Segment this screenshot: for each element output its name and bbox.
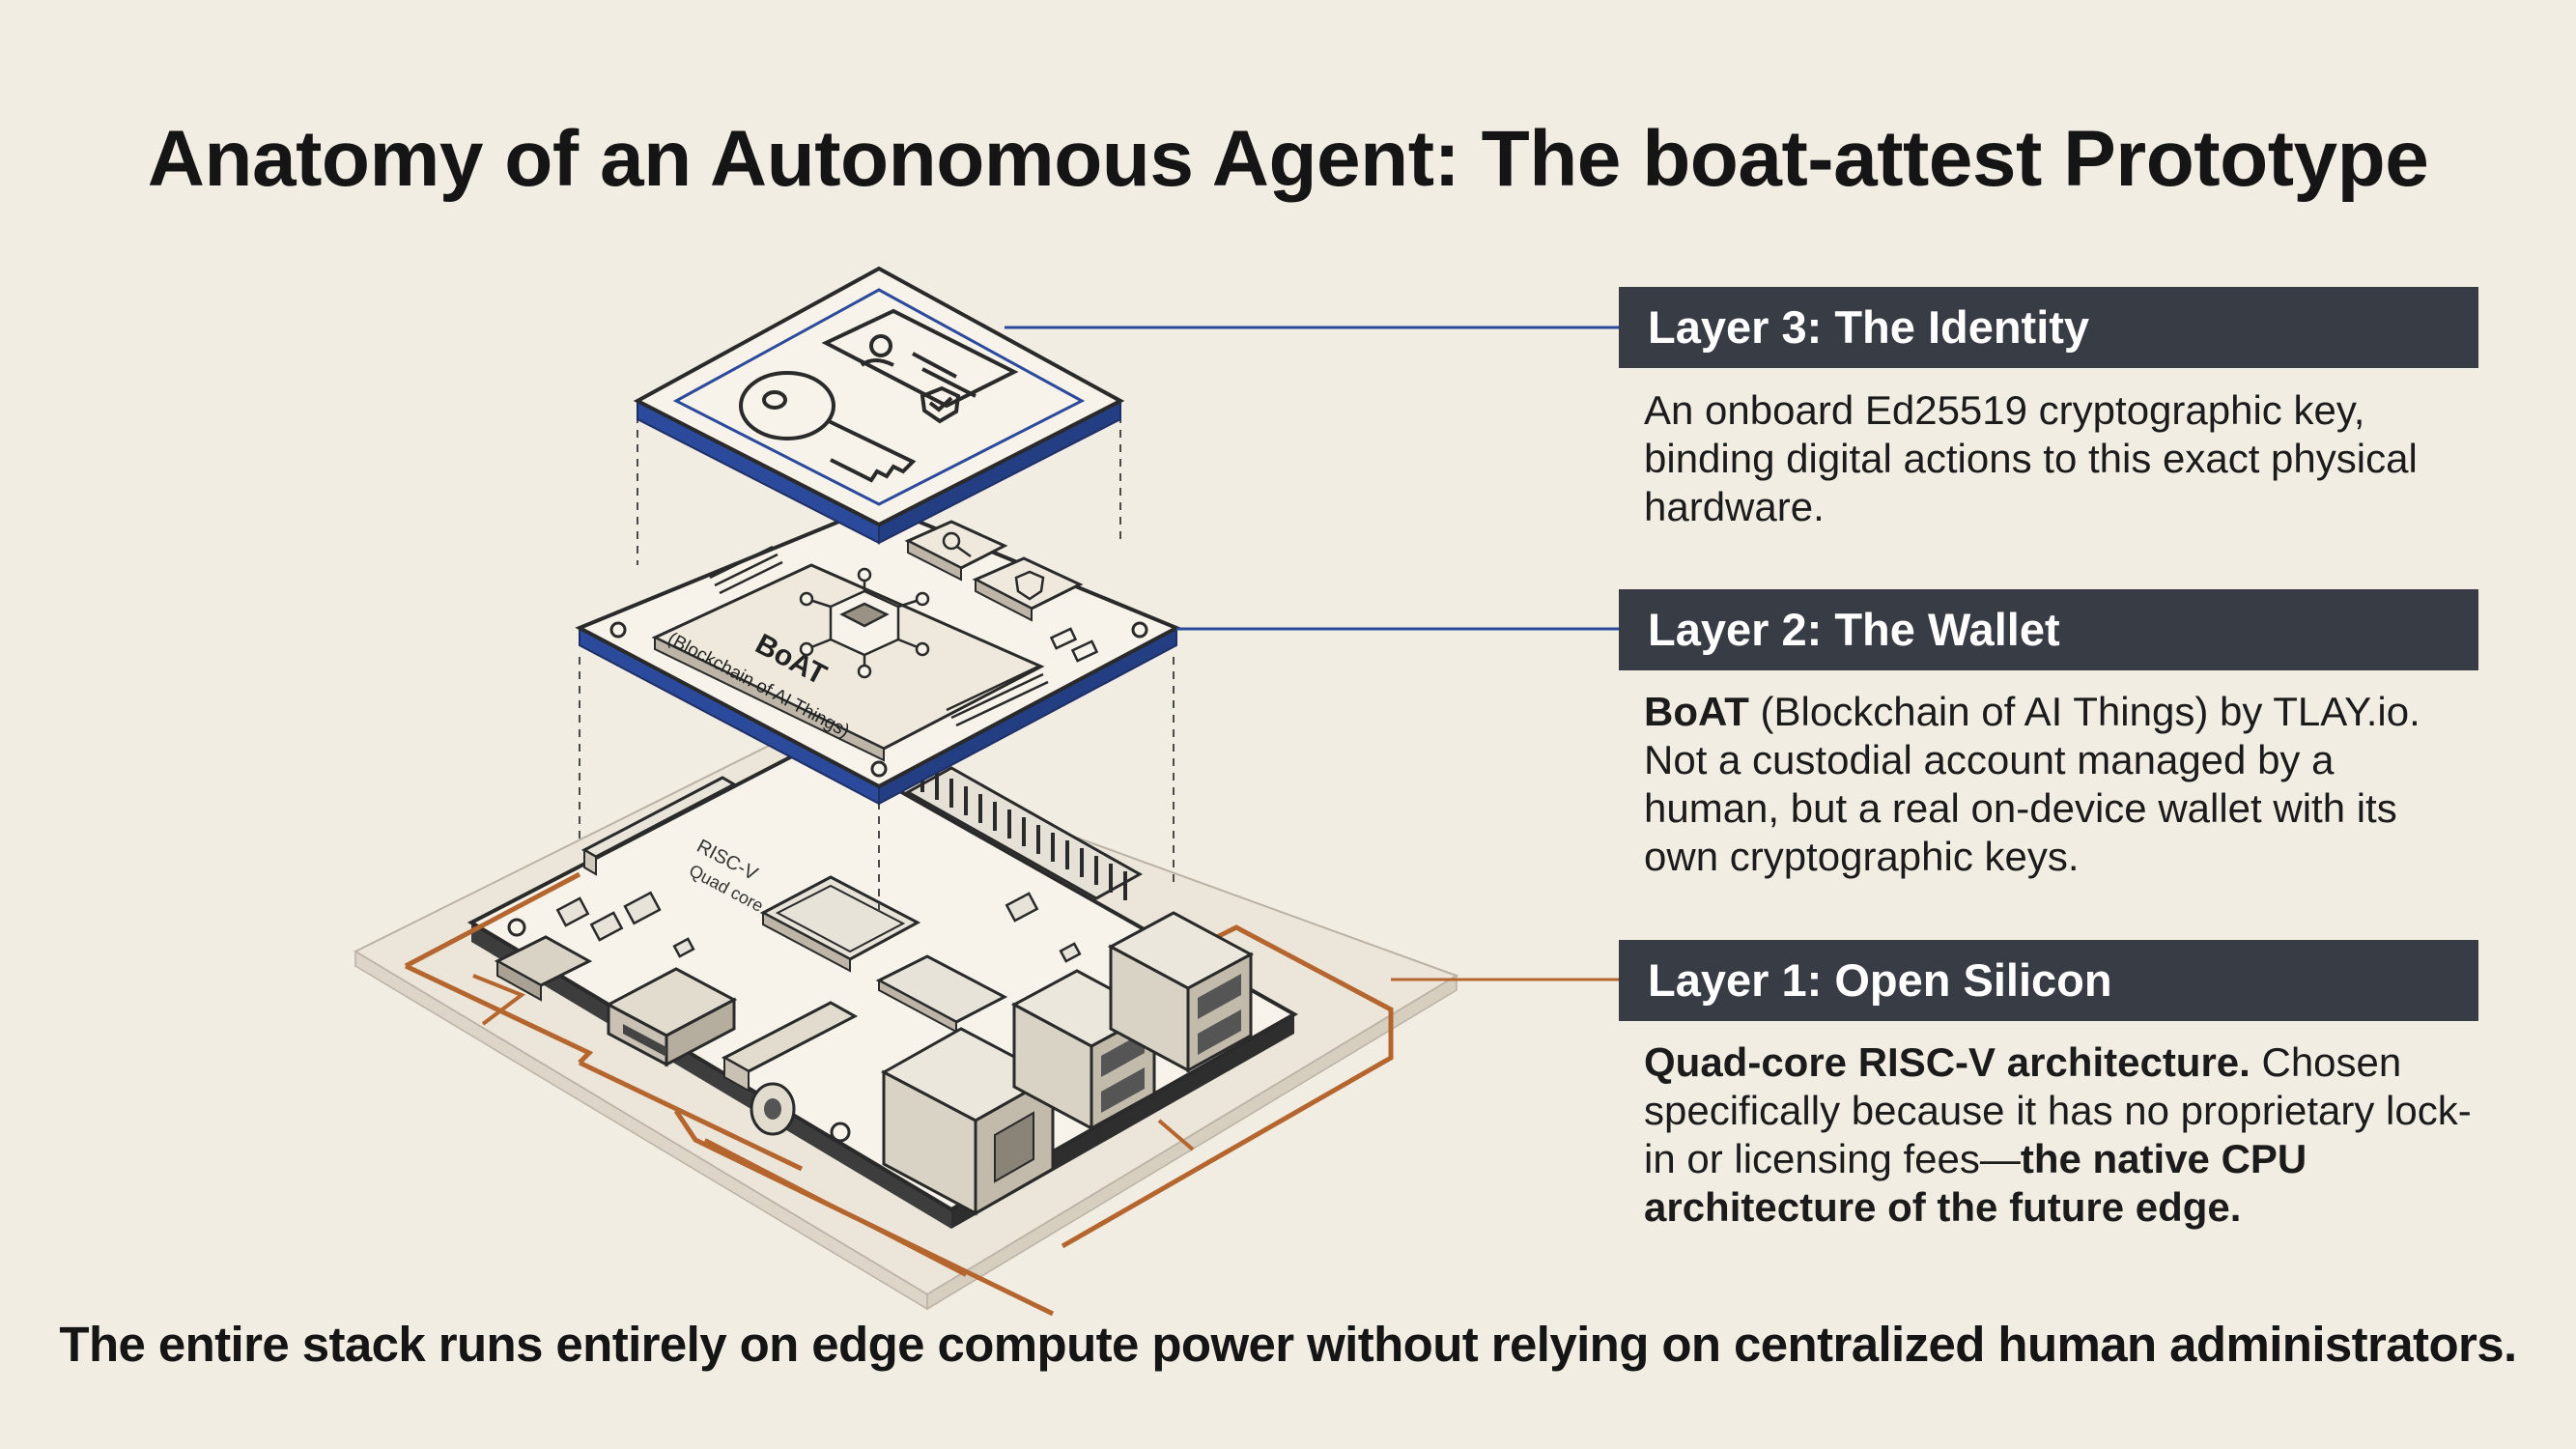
layer3-identity-board: [633, 266, 1125, 545]
ethernet-port: [880, 1027, 1057, 1216]
layer1-header: Layer 1: Open Silicon: [1619, 940, 2478, 1021]
layer3-description: An onboard Ed25519 cryptographic key, bi…: [1644, 386, 2475, 531]
key-chip-icon: [904, 520, 1008, 582]
layer1-description-text: Chosen specifically because it has no pr…: [1644, 1039, 2472, 1181]
layer2-description-lead: BoAT: [1644, 689, 1749, 734]
key-icon: [739, 371, 917, 483]
layer1-description: Quad-core RISC-V architecture. Chosen sp…: [1644, 1038, 2475, 1232]
usb-ports-b: [1107, 911, 1255, 1073]
blockchain-cube-icon: [799, 567, 930, 679]
layer2-description: BoAT (Blockchain of AI Things) by TLAY.i…: [1644, 688, 2475, 881]
layer2-wallet-board: BoAT (Blockchain of AI Things): [575, 502, 1181, 806]
footer-caption: The entire stack runs entirely on edge c…: [59, 1317, 2517, 1372]
callout-lines: [1005, 326, 1619, 981]
riscv-soc-chip: [759, 875, 921, 973]
page-title: Anatomy of an Autonomous Agent: The boat…: [147, 115, 2429, 203]
hdmi-port: [605, 967, 738, 1067]
shield-chip-icon: [972, 556, 1084, 622]
usb-ports-a: [1010, 969, 1158, 1131]
layer2-description-text: (Blockchain of AI Things) by TLAY.io. No…: [1644, 689, 2420, 879]
layer3-header: Layer 3: The Identity: [1619, 287, 2478, 368]
id-card-icon: [821, 308, 1019, 424]
layer3-description-text: An onboard Ed25519 cryptographic key, bi…: [1644, 387, 2418, 529]
layer1-description-lead: Quad-core RISC-V architecture.: [1644, 1039, 2250, 1085]
layer-guide-lines: [579, 401, 1175, 913]
gpio-header: [904, 763, 1144, 900]
layer1-base-board: RISC-V Quad core: [404, 741, 1394, 1317]
layer2-header: Layer 2: The Wallet: [1619, 589, 2478, 670]
layer1-description-tail: the native CPU architecture of the futur…: [1644, 1136, 2307, 1230]
